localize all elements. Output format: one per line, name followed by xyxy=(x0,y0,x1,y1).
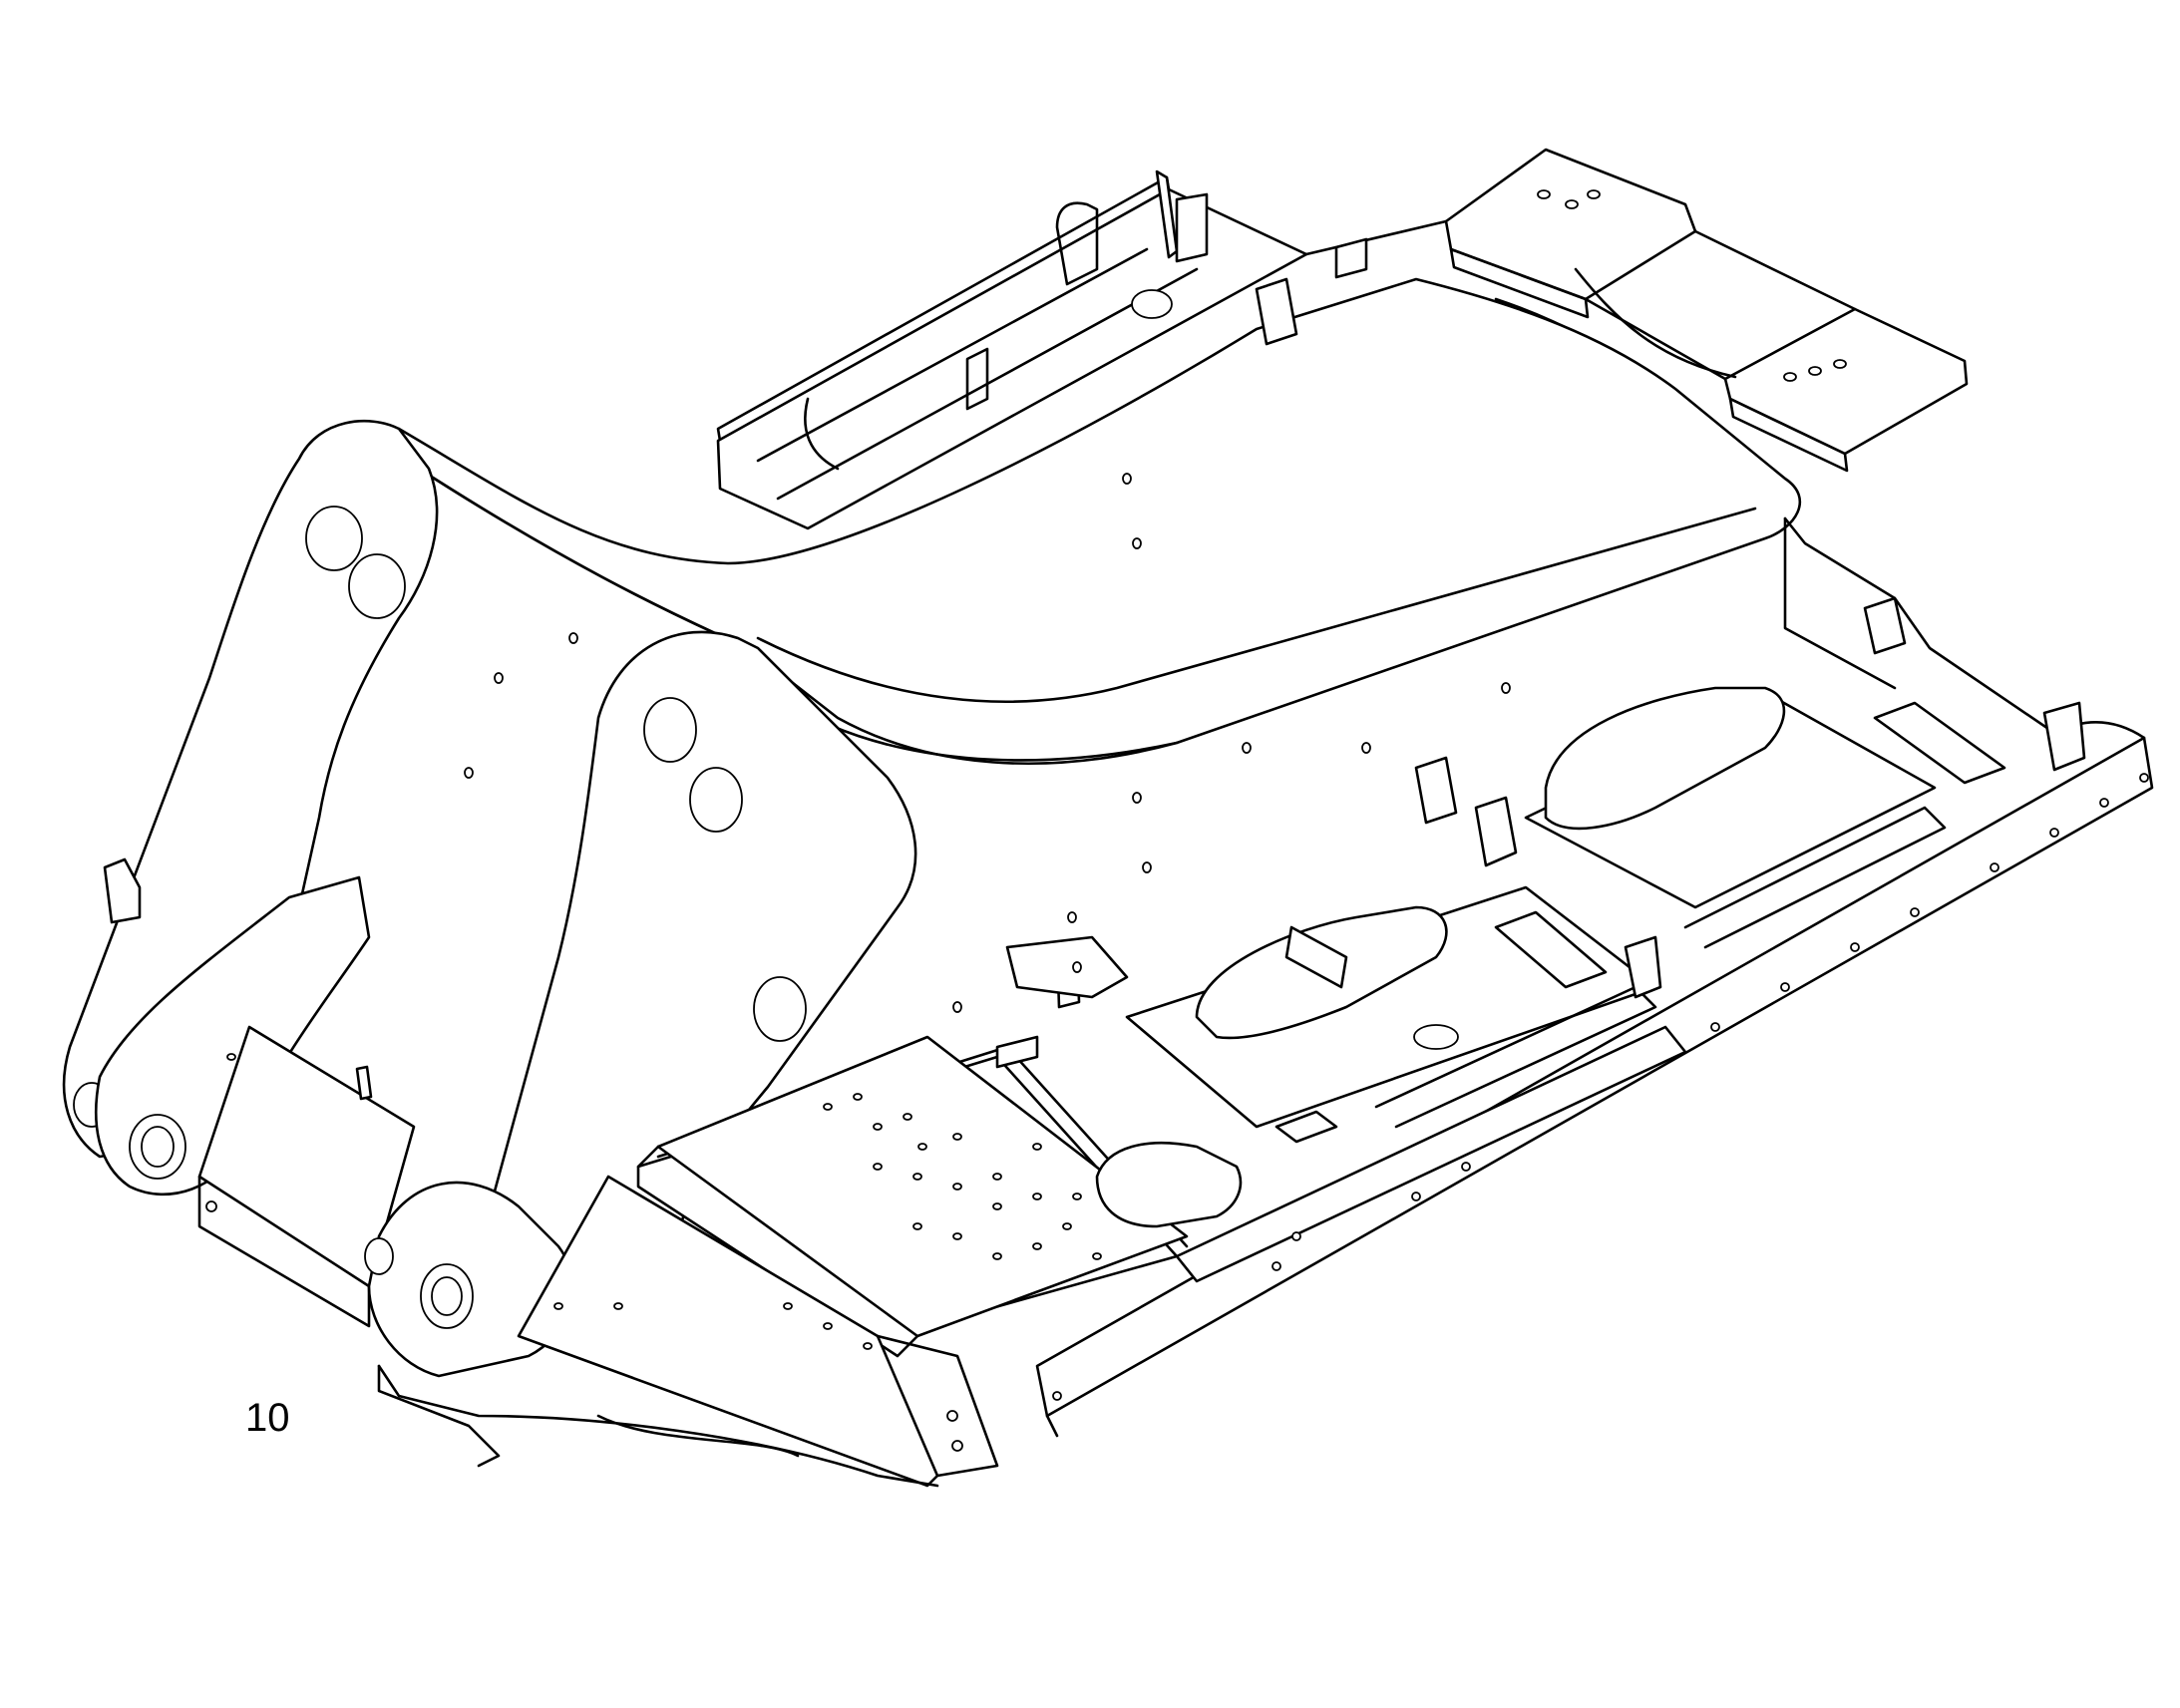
fastener-marks xyxy=(464,473,1511,1013)
part-callout-number: 10 xyxy=(245,1396,290,1440)
mounting-blocks xyxy=(103,596,2086,1144)
perforated-floor-plate xyxy=(636,1035,1189,1338)
left-lower-boom-lug xyxy=(94,875,371,1196)
center-floor-panels xyxy=(1095,686,2006,1228)
rear-upper-frame xyxy=(716,148,1969,640)
rail-holes xyxy=(1052,773,2149,1401)
left-bracket-plate xyxy=(197,1025,416,1328)
right-side-rail xyxy=(1035,516,2154,1438)
rear-left-panel xyxy=(804,170,1368,471)
front-right-lug-plate xyxy=(467,630,917,1330)
floor-plate-holes xyxy=(823,1093,1102,1260)
